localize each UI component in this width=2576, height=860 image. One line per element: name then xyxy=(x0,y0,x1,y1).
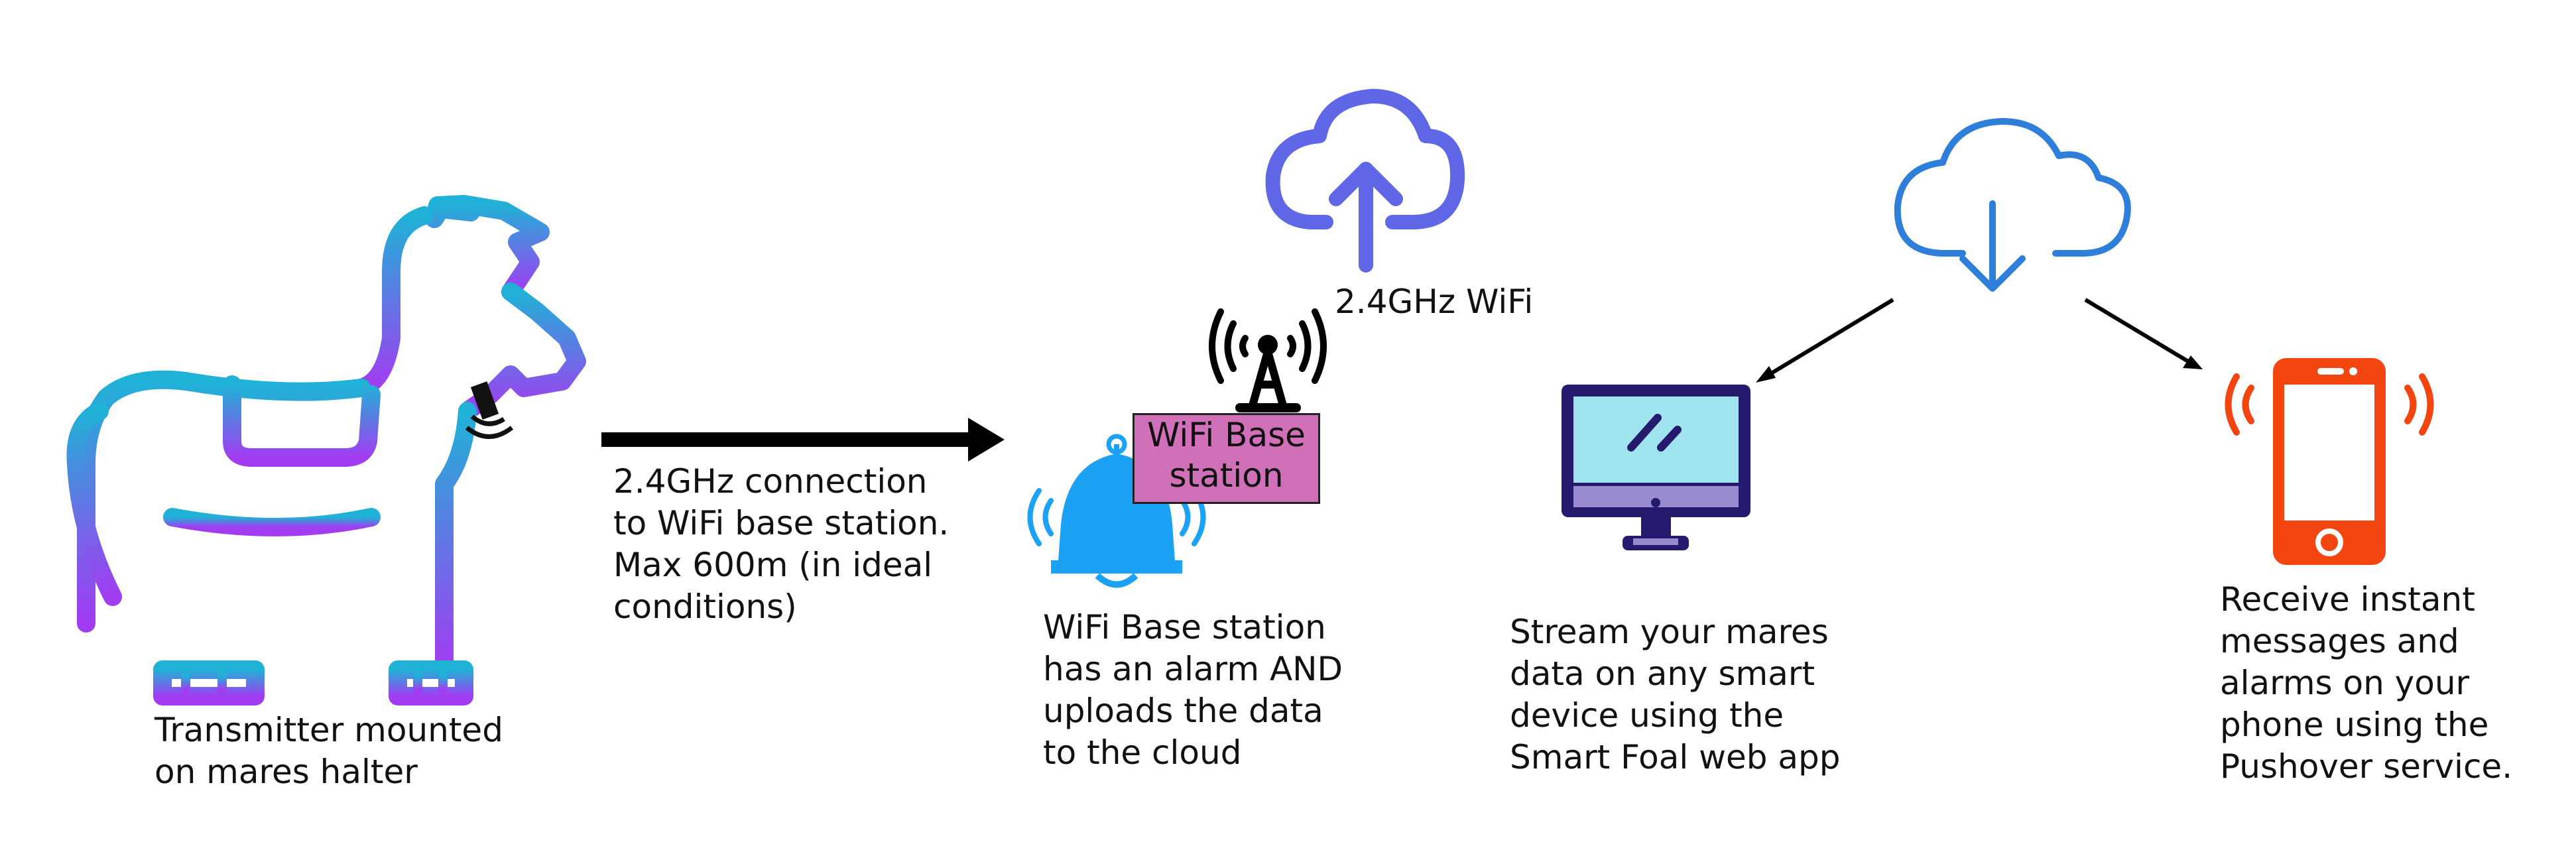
stream-label-line: Smart Foal web app xyxy=(1510,738,1841,776)
monitor-icon xyxy=(1562,385,1750,550)
stream-label-line: data on any smart xyxy=(1510,654,1815,693)
connection-label-line: conditions) xyxy=(613,587,797,626)
base-station-label: WiFi Base station has an alarm AND uploa… xyxy=(1043,607,1343,774)
connector-arrows xyxy=(1756,298,2203,383)
horse-icon xyxy=(66,195,586,706)
smartphone-icon xyxy=(2225,358,2434,565)
arrow-right-icon xyxy=(601,418,1005,461)
transmitter-label: Transmitter mounted on mares halter xyxy=(154,709,503,793)
pushover-label-line: Receive instant xyxy=(2220,580,2475,619)
pushover-label-line: Pushover service. xyxy=(2220,747,2513,786)
connection-label-line: Max 600m (in ideal xyxy=(613,546,933,584)
base-station-label-line: to the cloud xyxy=(1043,733,1242,772)
pushover-label-line: alarms on your xyxy=(2220,664,2470,702)
connection-label: 2.4GHz connection to WiFi base station. … xyxy=(613,461,949,628)
pushover-label-line: phone using the xyxy=(2220,706,2489,744)
cloud-download-icon xyxy=(1894,118,2131,292)
transmitter-label-line: on mares halter xyxy=(154,753,418,791)
stream-label-line: device using the xyxy=(1510,696,1784,735)
wifi-band-text: 2.4GHz WiFi xyxy=(1335,282,1534,321)
connection-label-line: to WiFi base station. xyxy=(613,504,950,542)
transmitter-label-line: Transmitter mounted xyxy=(154,711,503,749)
pushover-label: Receive instant messages and alarms on y… xyxy=(2220,579,2512,788)
base-station-label-line: WiFi Base station xyxy=(1043,608,1326,646)
transmitter-icon xyxy=(465,381,514,439)
stream-label-line: Stream your mares xyxy=(1510,613,1829,651)
cloud-upload-icon xyxy=(1265,89,1465,273)
stream-label: Stream your mares data on any smart devi… xyxy=(1510,611,1841,778)
pushover-label-line: messages and xyxy=(2220,622,2459,660)
base-station-label-line: has an alarm AND xyxy=(1043,650,1343,688)
base-box-line: station xyxy=(1169,456,1284,495)
connection-label-line: 2.4GHz connection xyxy=(613,462,928,501)
wifi-band-label: 2.4GHz WiFi xyxy=(1335,281,1533,323)
base-box-line: WiFi Base xyxy=(1147,416,1306,454)
base-station-box: WiFi Base station xyxy=(1133,413,1320,504)
antenna-tower-icon xyxy=(1209,308,1327,412)
base-station-label-line: uploads the data xyxy=(1043,692,1323,730)
